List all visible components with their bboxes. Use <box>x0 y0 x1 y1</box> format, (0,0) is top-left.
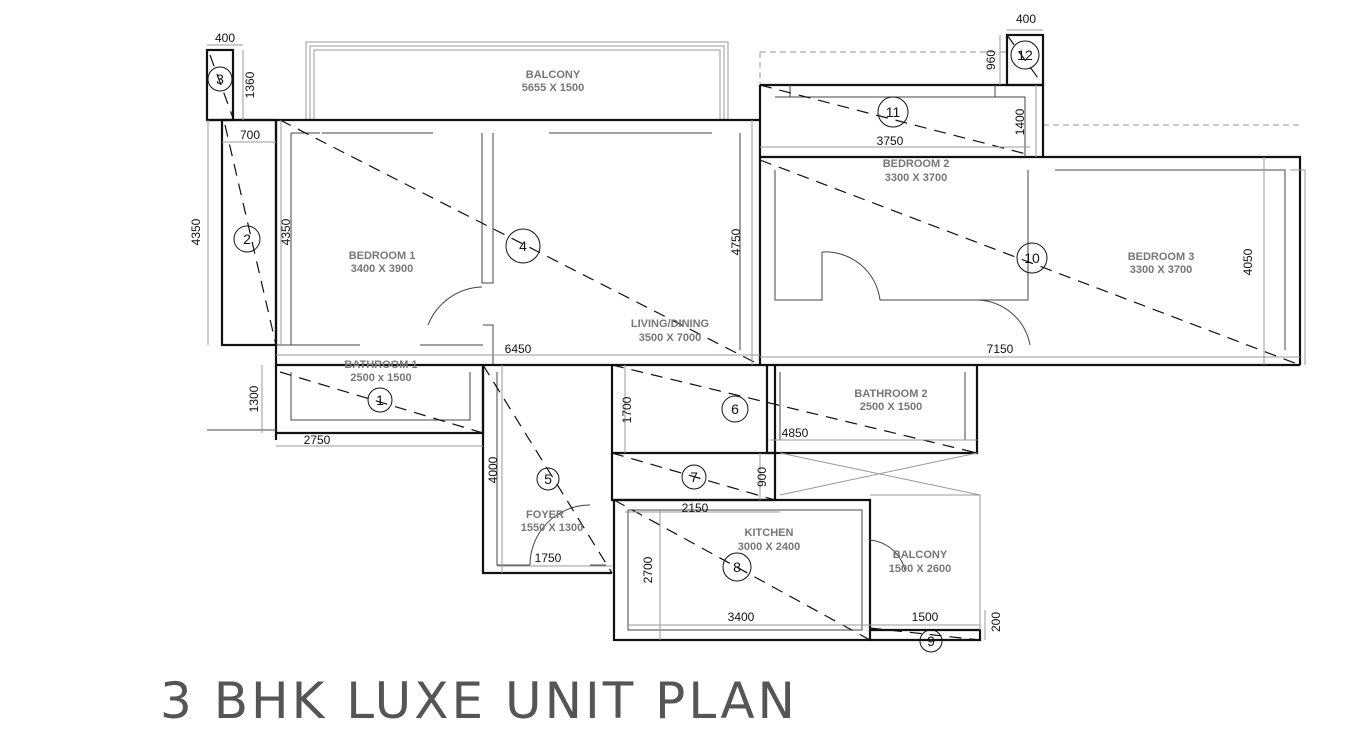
room-size: 2500 x 1500 <box>350 372 411 384</box>
room-name: BEDROOM 2 <box>883 158 950 170</box>
dimension-label: 4850 <box>782 426 809 440</box>
dimension-label: 2700 <box>641 556 655 583</box>
room-name: FOYER <box>526 509 564 521</box>
marker-label: 3 <box>216 71 224 87</box>
room-name: BALCONY <box>893 549 948 561</box>
room-name: BATHROOM 1 <box>344 359 417 371</box>
marker-label: 8 <box>733 559 741 575</box>
dimension-label: 400 <box>1016 12 1036 26</box>
marker-label: 2 <box>243 231 251 247</box>
room-size: 5655 X 1500 <box>522 82 584 94</box>
dimension-label: 2750 <box>304 433 331 447</box>
dimension-lines <box>207 29 1300 640</box>
room-name: BALCONY <box>526 69 581 81</box>
marker-label: 12 <box>1017 47 1033 63</box>
dimension-label: 6450 <box>505 342 532 356</box>
room-name: LIVING/DINING <box>631 318 709 330</box>
dimension-label: 900 <box>755 467 769 487</box>
room-size: 2500 X 1500 <box>860 401 922 413</box>
marker-label: 9 <box>927 633 935 649</box>
dimension-label: 4750 <box>729 228 743 255</box>
dimension-label: 4050 <box>1241 248 1255 275</box>
balcony-railing <box>305 41 729 121</box>
room-name: BATHROOM 2 <box>854 388 927 400</box>
walls <box>205 33 1306 642</box>
room-size: 3300 X 3700 <box>885 172 947 184</box>
diagonal-lines <box>209 34 1301 641</box>
dimension-label: 7150 <box>987 342 1014 356</box>
room-size: 1500 X 2600 <box>889 563 951 575</box>
dimension-label: 4350 <box>279 218 293 245</box>
dimension-label: 400 <box>215 31 235 45</box>
zone-markers: 1 2 3 4 5 6 7 8 9 10 11 12 <box>207 40 1048 653</box>
room-name: KITCHEN <box>745 527 794 539</box>
room-name: BEDROOM 1 <box>349 250 416 262</box>
marker-label: 6 <box>731 401 739 417</box>
dimension-label: 4350 <box>189 218 203 245</box>
dimension-label: 1750 <box>535 551 562 565</box>
marker-label: 5 <box>544 471 552 487</box>
dimension-label: 4000 <box>486 456 500 483</box>
dimension-label: 1300 <box>247 385 261 412</box>
room-size: 3500 X 7000 <box>639 332 701 344</box>
dimension-label: 200 <box>989 612 1003 632</box>
dimension-label: 3400 <box>728 610 755 624</box>
room-size: 1550 X 1300 <box>521 522 583 534</box>
room-size: 3400 X 3900 <box>351 263 413 275</box>
room-name: BEDROOM 3 <box>1128 251 1195 263</box>
dimension-label: 2150 <box>682 501 709 515</box>
dimension-label: 3750 <box>877 134 904 148</box>
dimension-label: 1500 <box>912 610 939 624</box>
marker-label: 11 <box>886 104 901 120</box>
plan-title: 3 BHK LUXE UNIT PLAN <box>160 672 798 730</box>
dimension-label: 1400 <box>1013 108 1027 135</box>
marker-label: 7 <box>690 469 698 485</box>
marker-label: 10 <box>1024 250 1040 266</box>
room-size: 3000 X 2400 <box>738 541 800 553</box>
marker-label: 4 <box>519 238 527 254</box>
dimension-label: 1360 <box>243 71 257 98</box>
marker-label: 1 <box>376 392 384 408</box>
dimension-label: 1700 <box>620 396 634 423</box>
dimension-label: 700 <box>240 128 260 142</box>
room-size: 3300 X 3700 <box>1130 264 1192 276</box>
dimension-label: 960 <box>984 50 998 70</box>
